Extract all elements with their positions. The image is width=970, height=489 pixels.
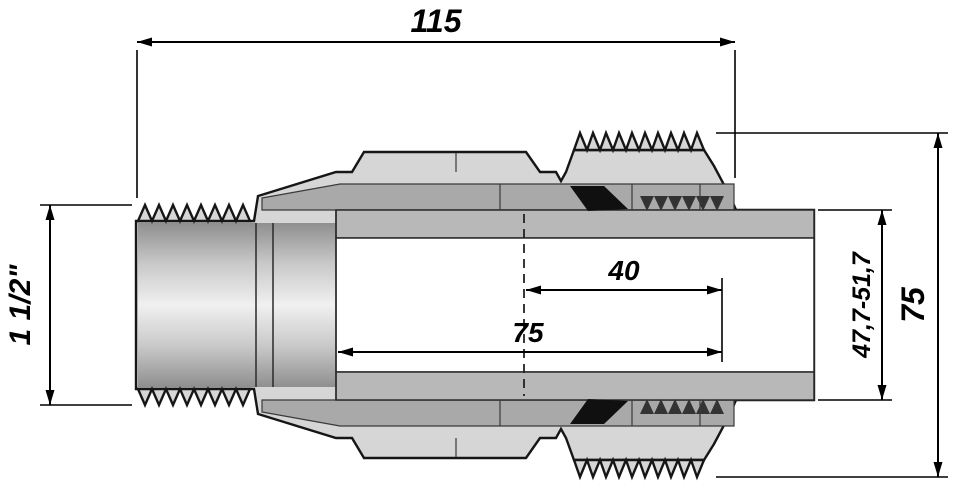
dim-insertion-depth-min: 40 [526,255,723,362]
male-end-cylinder-shading [138,223,336,387]
dim-thread-label: 1 1/2" [4,264,37,346]
dim-overall-length: 115 [136,3,736,198]
grip-ring-teeth-bottom [640,399,724,414]
dim-insertion-depth-full: 75 [338,317,722,357]
pipe-wall-top [335,209,815,239]
nut-knurl-top [572,129,706,154]
nut-knurl-bottom [572,456,706,481]
dim-115-label: 115 [410,3,462,39]
dim-75-right-label: 75 [895,286,931,323]
dim-75-inner-label: 75 [512,317,544,348]
dim-range-label: 47,7-51,7 [848,251,876,359]
dim-40-label: 40 [607,255,640,286]
seal-ring-bottom [570,399,628,424]
dim-pipe-od-range: 47,7-51,7 [818,209,892,401]
dim-thread-size: 1 1/2" [4,204,132,406]
male-thread-profile-top [136,202,252,224]
male-thread-profile-bottom [136,386,252,408]
dim-nut-od: 75 [716,132,948,478]
grip-ring-teeth-top [640,196,724,211]
pipe-wall-bottom [335,371,815,401]
seal-ring-top [570,186,628,211]
